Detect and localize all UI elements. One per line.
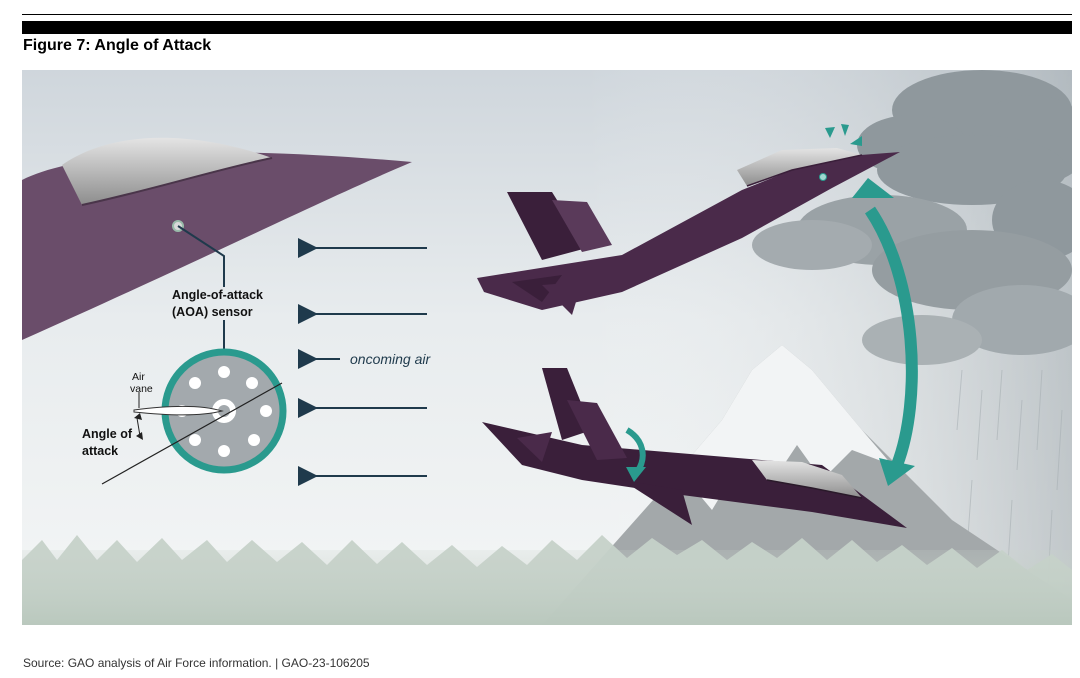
jet-level <box>482 368 907 528</box>
top-rule <box>22 14 1072 15</box>
angle-indicator-arc <box>136 417 141 437</box>
air-vane-label-line1: Air <box>132 371 145 383</box>
aircraft-nose-closeup <box>22 137 412 340</box>
aoa-sensor-label-line2: (AOA) sensor <box>172 305 253 319</box>
storm-clouds <box>752 70 1072 365</box>
jet-aoa-sensor-icon <box>819 173 827 181</box>
figure-title: Figure 7: Angle of Attack <box>23 37 212 54</box>
jet-nose-up <box>477 148 900 315</box>
title-bar <box>22 21 1072 34</box>
air-vane-label-line2: vane <box>130 383 153 395</box>
angle-arrowhead <box>134 413 143 440</box>
angle-of-attack-label-line2: attack <box>82 444 118 458</box>
angle-of-attack-illustration: Angle-of-attack (AOA) sensor Air vane An… <box>22 70 1072 625</box>
pitch-down-arrowhead <box>626 467 646 482</box>
pitch-range-arc <box>865 206 918 468</box>
air-vane-icon <box>133 405 224 416</box>
aoa-sensor-label-line1: Angle-of-attack <box>172 288 263 302</box>
ground-fog <box>22 550 1072 625</box>
sensor-leader-line <box>177 225 225 287</box>
sensor-signal-icon <box>825 124 862 146</box>
angle-of-attack-label-line1: Angle of <box>82 427 133 441</box>
pitch-arc-arrowhead-top <box>852 178 894 198</box>
oncoming-air-arrows <box>298 238 427 486</box>
pitch-arc-arrowhead-bottom <box>879 458 915 486</box>
angle-reference-line <box>101 382 283 485</box>
oncoming-air-label: oncoming air <box>350 351 431 367</box>
source-note: Source: GAO analysis of Air Force inform… <box>23 656 370 670</box>
